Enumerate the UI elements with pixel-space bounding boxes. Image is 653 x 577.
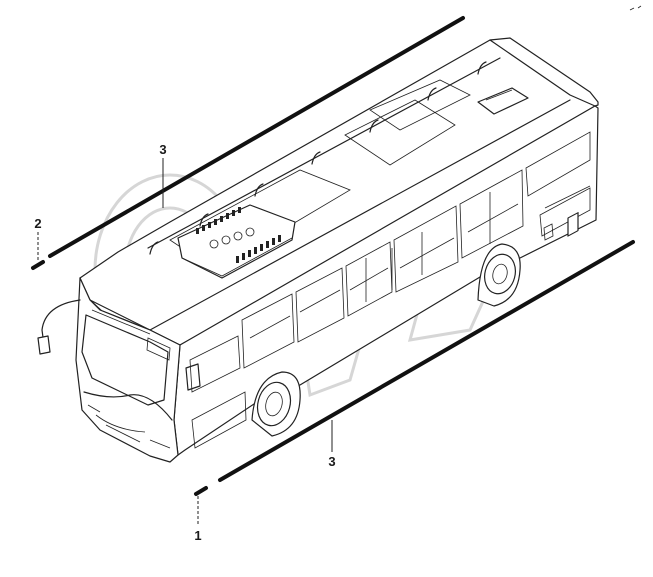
callout-3-lower: 3 [328, 454, 335, 469]
front-wheel [251, 371, 301, 437]
callout-2: 2 [34, 216, 41, 231]
strip-part-2 [31, 260, 45, 270]
windshield [81, 314, 169, 406]
strip-part-3-lower [218, 240, 635, 482]
corner-mark [629, 5, 642, 11]
rear-roof-vent [477, 87, 529, 115]
callout-3-upper: 3 [159, 142, 166, 157]
roof-hatch [344, 99, 456, 166]
rear-wheel [477, 243, 521, 307]
strip-part-3-upper [48, 16, 465, 258]
roof-rail [147, 57, 501, 255]
roof-ac-unit [177, 204, 296, 279]
strip-part-1 [194, 486, 208, 496]
callout-1: 1 [194, 528, 201, 543]
side-mirror [41, 299, 81, 346]
side-windows [189, 131, 591, 393]
bus-icon [37, 37, 599, 463]
